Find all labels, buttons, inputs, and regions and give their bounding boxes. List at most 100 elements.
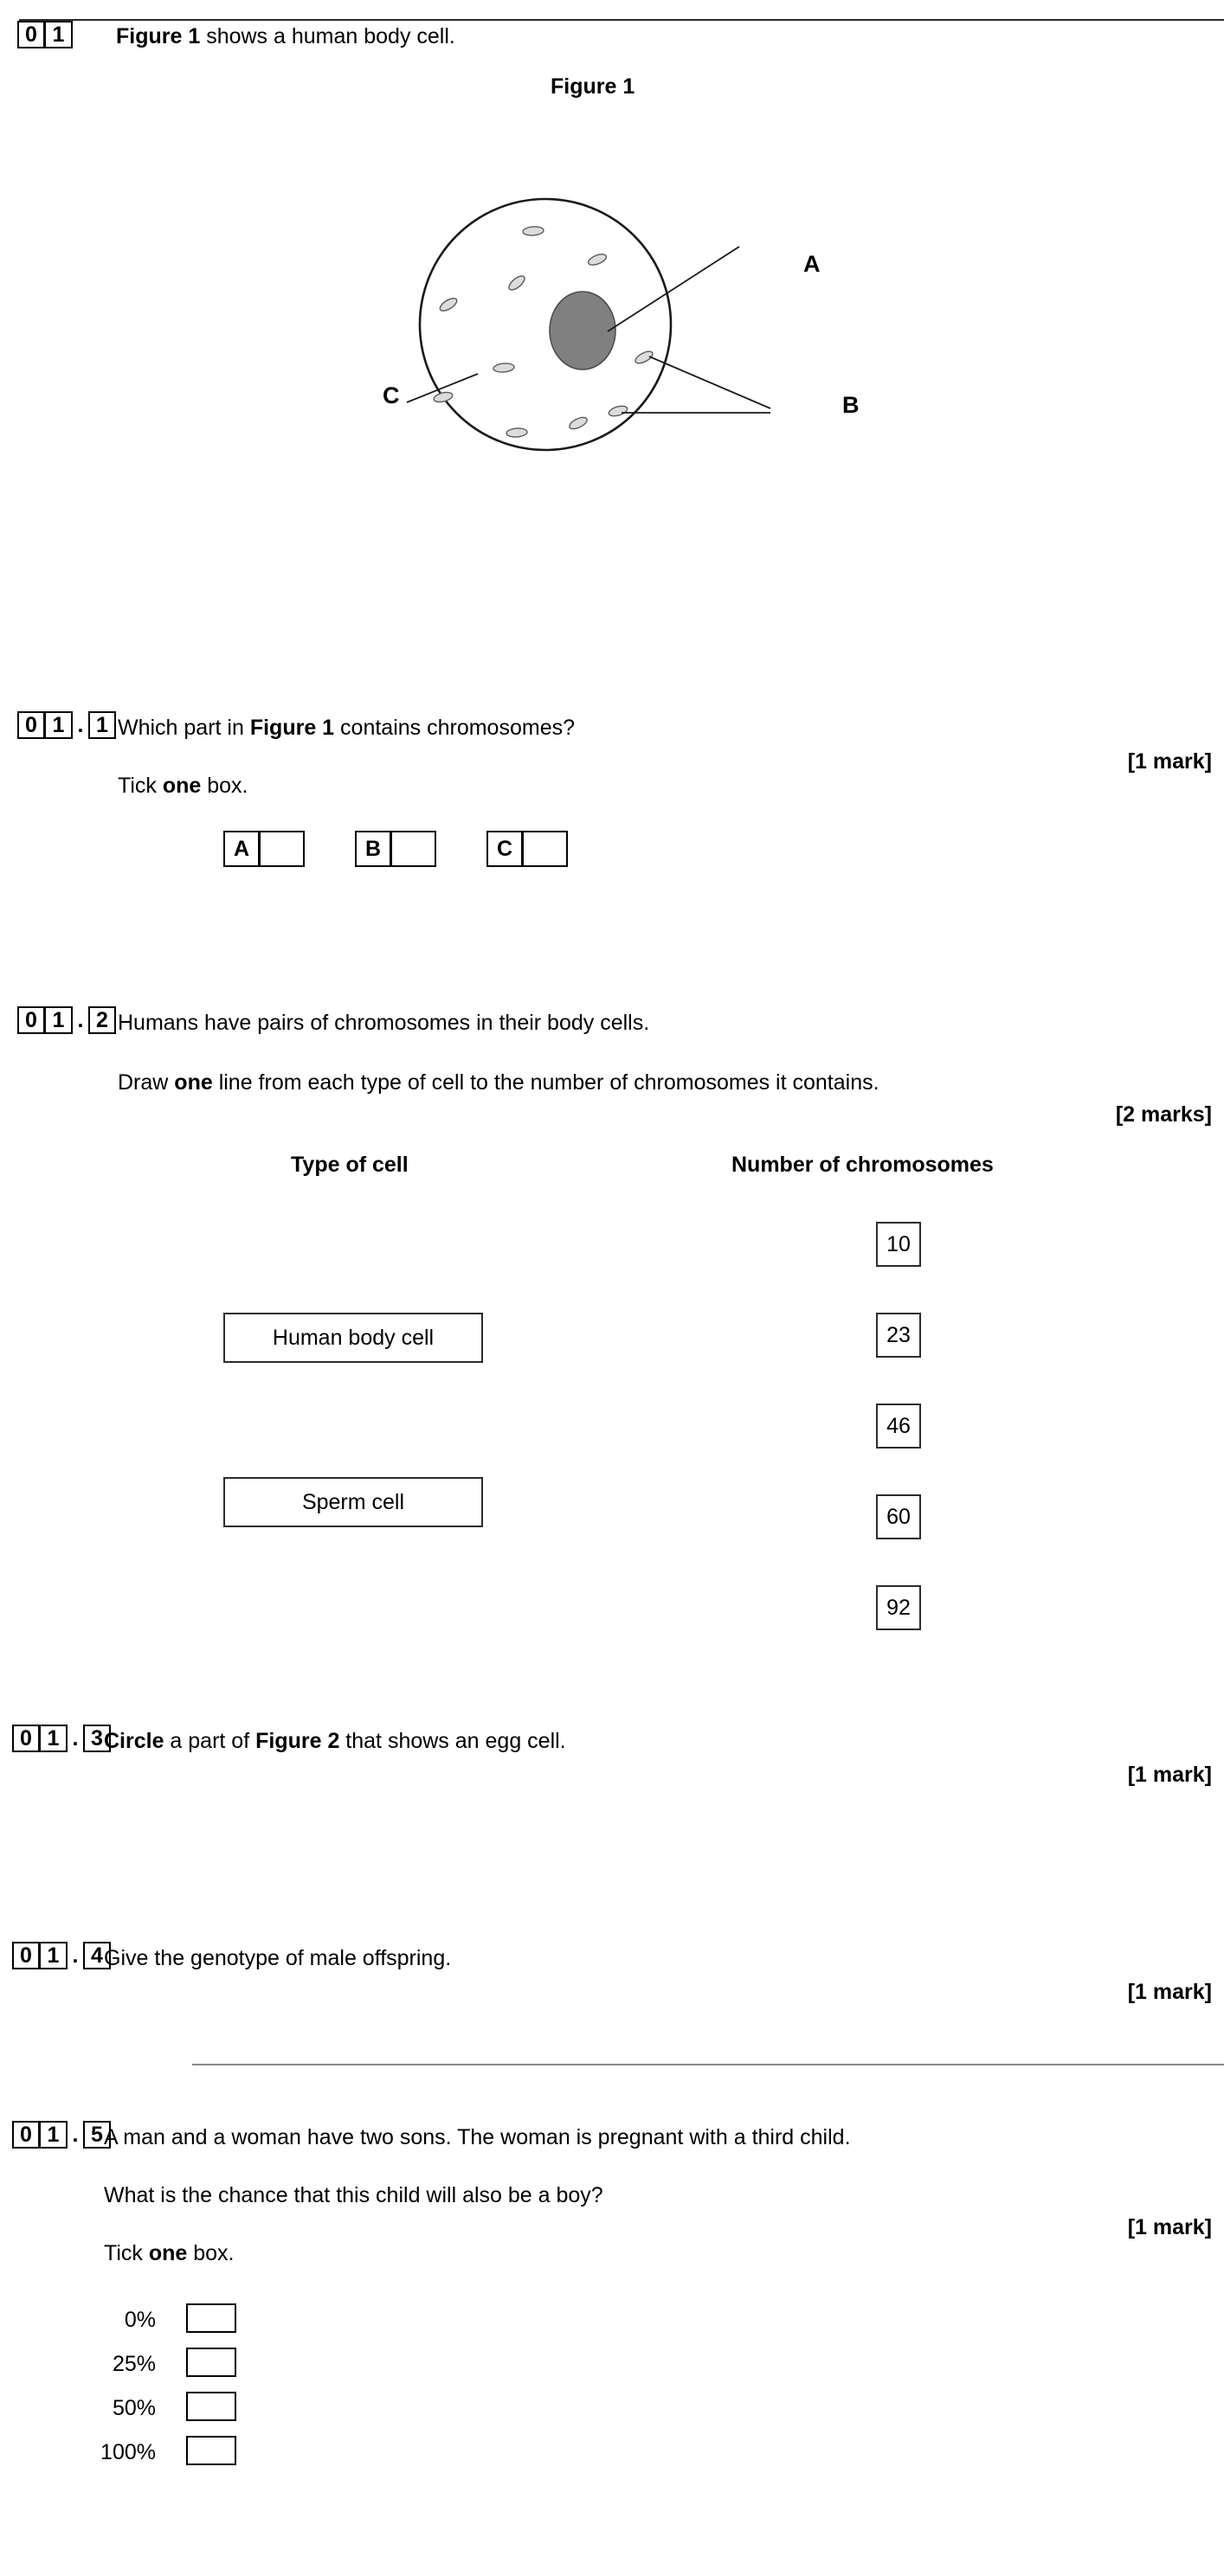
q01-5-prompt-line2: What is the chance that this child will … bbox=[104, 2183, 603, 2207]
percent-label-100: 100% bbox=[100, 2440, 156, 2464]
chromosome-number-box-10[interactable]: 10 bbox=[876, 1222, 921, 1267]
organelle bbox=[493, 363, 515, 373]
tick-option-c-label: C bbox=[486, 831, 523, 867]
q01-1-instruction-pre: Tick bbox=[118, 774, 163, 798]
percent-label-50: 50% bbox=[112, 2396, 156, 2420]
qnum-sub-digit: 2 bbox=[88, 1006, 116, 1034]
qnum-digit: 0 bbox=[17, 711, 45, 739]
percent-box-50[interactable] bbox=[186, 2392, 236, 2421]
organelle-group bbox=[433, 226, 654, 438]
question-number-01-2: 0 1 . 2 bbox=[17, 1006, 116, 1034]
question-number-01: 0 1 bbox=[17, 21, 73, 48]
q01-1-instruction-post: box. bbox=[201, 774, 248, 798]
percent-box-0[interactable] bbox=[186, 2303, 236, 2333]
qnum-sub-digit: 1 bbox=[88, 711, 116, 739]
q01-1-prompt-bold: Figure 1 bbox=[249, 716, 335, 740]
figure1-label-c: C bbox=[383, 382, 400, 408]
chromosome-number-box-23[interactable]: 23 bbox=[876, 1313, 921, 1358]
cell-membrane bbox=[418, 197, 673, 452]
qnum-digit: 0 bbox=[12, 1725, 40, 1752]
q01-5-instruction-bold: one bbox=[148, 2241, 188, 2265]
q01-1-prompt-pre: Which part in bbox=[118, 716, 250, 740]
q01-4-prompt: Give the genotype of male offspring. bbox=[104, 1946, 452, 1970]
q01-5-instruction-pre: Tick bbox=[104, 2241, 149, 2265]
intro-text-rest: shows a human body cell. bbox=[200, 24, 455, 48]
organelle bbox=[439, 298, 458, 312]
tick-option-b-label: B bbox=[355, 831, 391, 867]
qnum-separator: . bbox=[77, 712, 84, 737]
qnum-digit: 0 bbox=[17, 21, 45, 48]
figure1-label-b: B bbox=[842, 392, 860, 418]
q01-1-marks: [1 mark] bbox=[1127, 749, 1212, 774]
percent-label-25: 25% bbox=[112, 2352, 156, 2376]
q01-4-marks: [1 mark] bbox=[1127, 1980, 1212, 2004]
section-divider bbox=[192, 2064, 1224, 2065]
tick-option-b[interactable]: B bbox=[355, 831, 436, 867]
q01-3-prompt-bold: Circle bbox=[104, 1729, 164, 1753]
percent-box-25[interactable] bbox=[186, 2348, 236, 2377]
chromosome-number-box-46[interactable]: 46 bbox=[876, 1404, 921, 1449]
organelle bbox=[508, 275, 525, 291]
qnum-digit: 0 bbox=[12, 2121, 40, 2149]
chromosome-number-box-60[interactable]: 60 bbox=[876, 1494, 921, 1539]
leader-line-a bbox=[607, 246, 740, 332]
tick-option-c-box[interactable] bbox=[523, 831, 568, 867]
intro-text: Figure 1 shows a human body cell. bbox=[116, 22, 455, 52]
qnum-digit: 0 bbox=[12, 1942, 40, 1969]
q01-1-instruction: Tick one box. bbox=[118, 772, 248, 801]
q01-5-marks: [1 mark] bbox=[1127, 2215, 1212, 2239]
chromosome-number-label: 10 bbox=[886, 1231, 911, 1256]
tick-option-a-box[interactable] bbox=[260, 831, 305, 867]
intro-text-bold: Figure 1 bbox=[116, 24, 201, 48]
qnum-sub-digit: 3 bbox=[83, 1725, 111, 1752]
leader-line-c bbox=[406, 373, 479, 403]
tick-option-c[interactable]: C bbox=[486, 831, 568, 867]
chromosome-number-box-92[interactable]: 92 bbox=[876, 1585, 921, 1630]
q01-2-instruction-post: line from each type of cell to the numbe… bbox=[212, 1070, 879, 1095]
organelle bbox=[506, 427, 528, 438]
nucleus bbox=[549, 291, 616, 370]
qnum-digit: 1 bbox=[40, 2121, 68, 2149]
q01-2-instruction-bold: one bbox=[174, 1070, 213, 1095]
q01-1-prompt: Which part in Figure 1 contains chromoso… bbox=[118, 714, 575, 743]
qnum-digit: 1 bbox=[40, 1725, 68, 1752]
qnum-digit: 0 bbox=[17, 1006, 45, 1034]
column-header-number-of-chromosomes: Number of chromosomes bbox=[731, 1153, 994, 1177]
cell-type-label: Human body cell bbox=[272, 1325, 435, 1350]
q01-3-prompt-mid: a part of bbox=[164, 1729, 256, 1753]
figure1-title: Figure 1 bbox=[551, 74, 635, 99]
question-number-01-4: 0 1 . 4 bbox=[12, 1942, 111, 1969]
q01-5-instruction-post: box. bbox=[187, 2241, 235, 2265]
q01-2-prompt: Humans have pairs of chromosomes in thei… bbox=[118, 1011, 650, 1035]
q01-1-prompt-post: contains chromosomes? bbox=[334, 716, 575, 740]
qnum-sub-digit: 4 bbox=[83, 1942, 111, 1969]
tick-option-a-label: A bbox=[223, 831, 260, 867]
chromosome-number-label: 46 bbox=[886, 1413, 911, 1438]
qnum-digit: 1 bbox=[45, 21, 73, 48]
chromosome-number-label: 92 bbox=[886, 1595, 911, 1620]
organelle bbox=[522, 226, 544, 236]
qnum-separator: . bbox=[77, 1007, 84, 1032]
q01-5-instruction: Tick one box. bbox=[104, 2239, 235, 2269]
organelle bbox=[433, 391, 454, 403]
leader-line-b-upper bbox=[648, 356, 771, 409]
figure1-cell-diagram: A B C bbox=[372, 182, 874, 467]
question-number-01-5: 0 1 . 5 bbox=[12, 2121, 111, 2149]
q01-5-prompt-line1: A man and a woman have two sons. The wom… bbox=[104, 2125, 851, 2149]
question-number-01-3: 0 1 . 3 bbox=[12, 1725, 111, 1752]
cell-type-box-sperm-cell[interactable]: Sperm cell bbox=[223, 1477, 483, 1527]
cell-type-box-human-body-cell[interactable]: Human body cell bbox=[223, 1313, 483, 1363]
q01-2-instruction: Draw one line from each type of cell to … bbox=[118, 1069, 879, 1098]
qnum-separator: . bbox=[72, 2122, 79, 2147]
q01-2-marks: [2 marks] bbox=[1115, 1102, 1212, 1127]
top-divider bbox=[19, 19, 1224, 21]
organelle bbox=[569, 416, 588, 430]
tick-option-b-box[interactable] bbox=[391, 831, 436, 867]
q01-3-prompt-post: that shows an egg cell. bbox=[339, 1729, 566, 1753]
tick-option-a[interactable]: A bbox=[223, 831, 305, 867]
cell-type-label: Sperm cell bbox=[301, 1489, 405, 1514]
column-header-type-of-cell: Type of cell bbox=[291, 1153, 409, 1177]
percent-box-100[interactable] bbox=[186, 2436, 236, 2465]
q01-3-marks: [1 mark] bbox=[1127, 1763, 1212, 1787]
